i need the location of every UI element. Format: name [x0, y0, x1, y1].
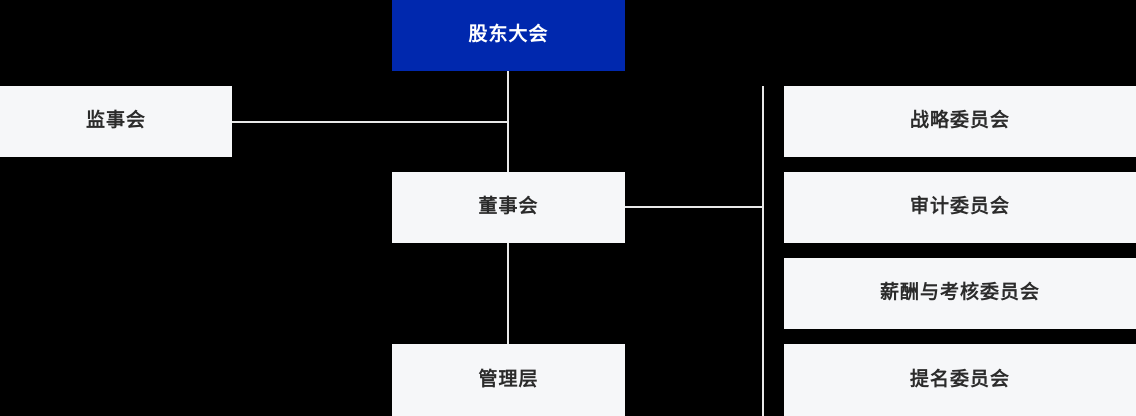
node-committee-nomination[interactable]: 提名委员会	[784, 344, 1136, 416]
node-committee-strategy[interactable]: 战略委员会	[784, 86, 1136, 157]
node-committee-remuneration-and-appraisal[interactable]: 薪酬与考核委员会	[784, 258, 1136, 329]
node-board-of-supervisors[interactable]: 监事会	[0, 86, 232, 157]
connector-board-to-committee-bus	[625, 206, 764, 208]
connector-supervisors-to-trunk	[232, 121, 509, 123]
node-committee-audit[interactable]: 审计委员会	[784, 172, 1136, 243]
node-management[interactable]: 管理层	[392, 344, 625, 416]
node-board-of-directors[interactable]: 董事会	[392, 172, 625, 243]
connector-board-to-management	[507, 243, 509, 344]
connector-committee-vertical-bus	[762, 86, 764, 416]
node-shareholders-meeting[interactable]: 股东大会	[392, 0, 625, 71]
